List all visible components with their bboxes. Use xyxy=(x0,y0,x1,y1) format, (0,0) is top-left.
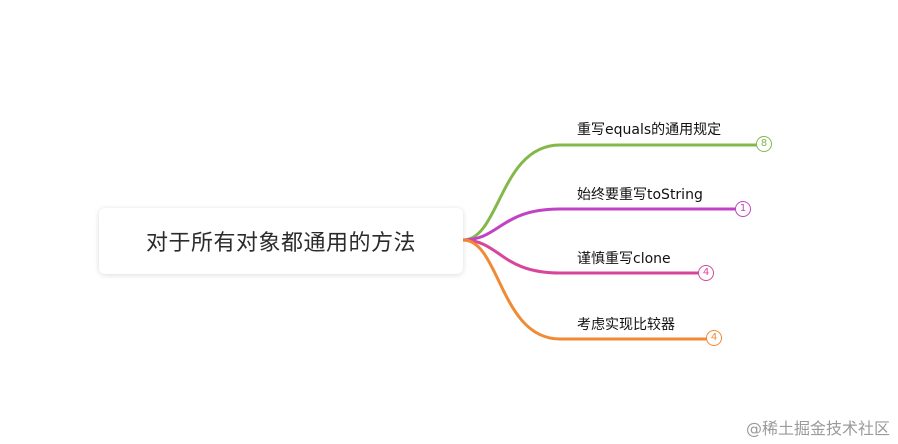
branch-label-clone[interactable]: 谨慎重写clone xyxy=(577,251,671,267)
branch-connector-tostring xyxy=(461,207,737,242)
watermark: @稀土掘金技术社区 xyxy=(745,419,890,438)
root-title: 对于所有对象都通用的方法 xyxy=(145,231,416,256)
branch-count-badge-clone[interactable]: 4 xyxy=(698,265,714,281)
branch-label-equals[interactable]: 重写equals的通用规定 xyxy=(577,122,722,138)
branch-label-tostring[interactable]: 始终要重写toString xyxy=(577,187,703,203)
branch-count-badge-equals[interactable]: 8 xyxy=(756,136,772,152)
branch-connector-equals xyxy=(461,143,759,242)
branch-connector-clone xyxy=(461,238,700,275)
branch-connector-comparator xyxy=(461,238,708,341)
branch-count-badge-tostring[interactable]: 1 xyxy=(735,201,751,217)
branch-count-badge-comparator[interactable]: 4 xyxy=(706,330,722,346)
root-node[interactable]: 对于所有对象都通用的方法 xyxy=(99,208,463,274)
branch-label-comparator[interactable]: 考虑实现比较器 xyxy=(577,317,675,333)
